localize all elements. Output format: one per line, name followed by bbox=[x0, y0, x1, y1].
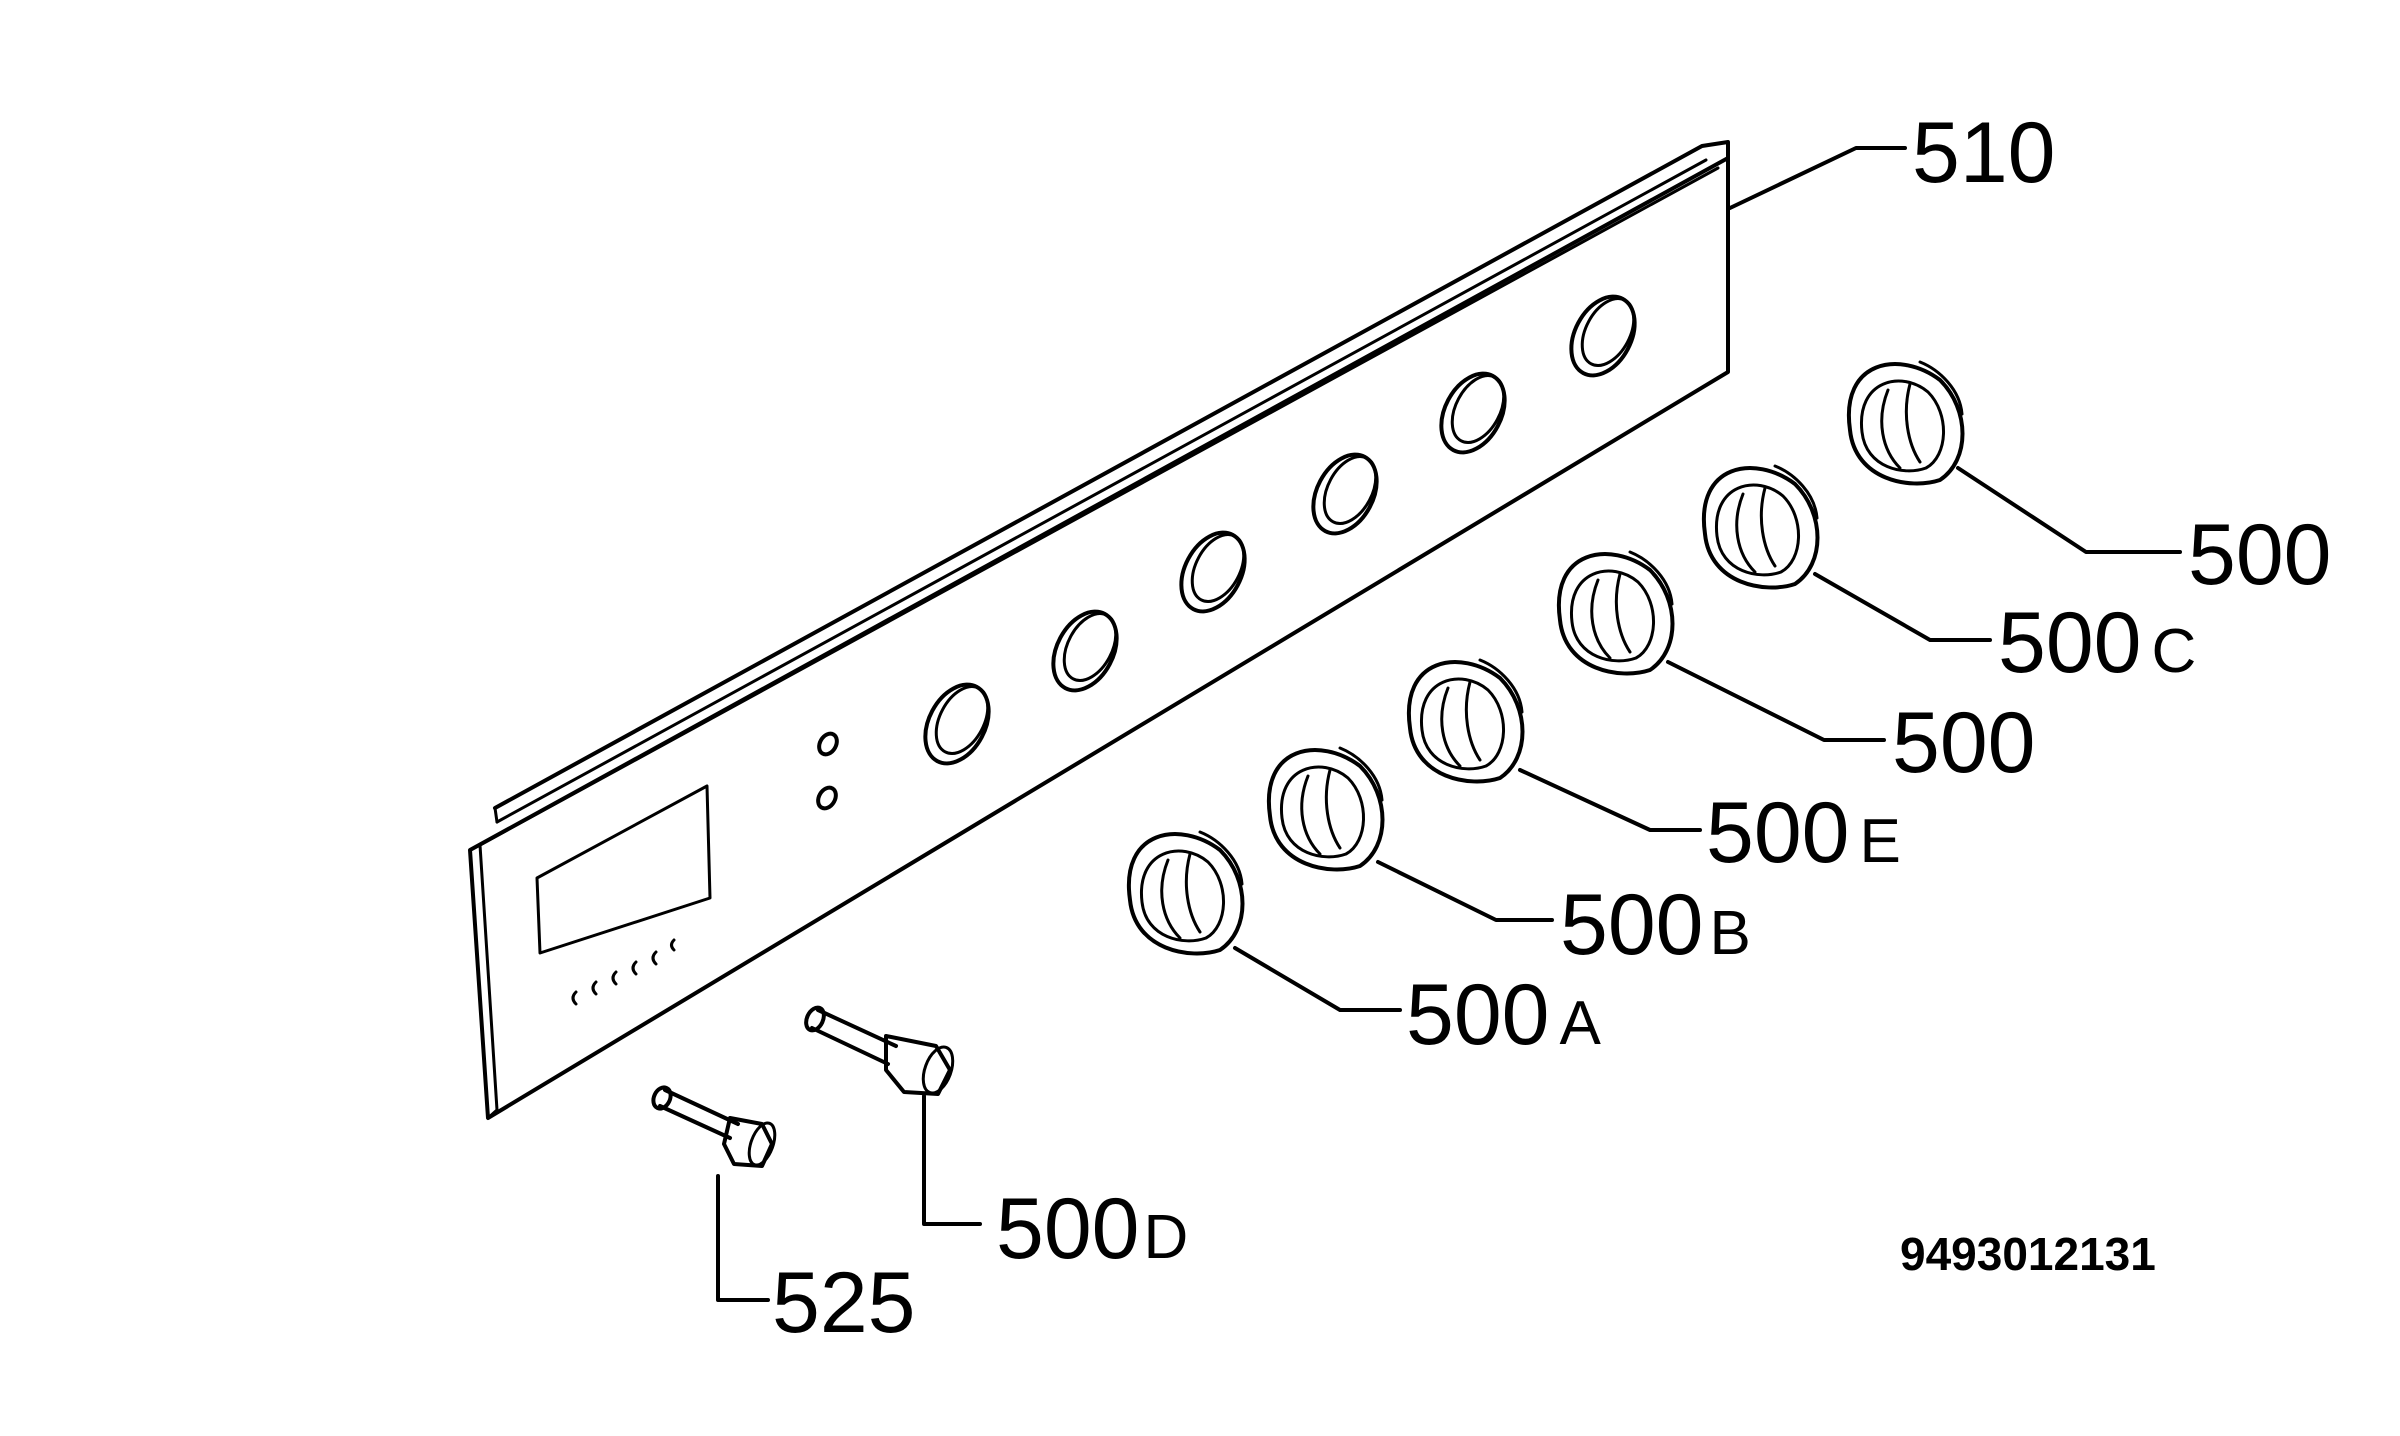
knob-500-top bbox=[1846, 360, 1965, 486]
document-number: 9493012131 bbox=[1900, 1228, 2156, 1280]
callout-500b: 500B bbox=[1560, 877, 1751, 973]
knob-500b bbox=[1266, 746, 1385, 872]
callout-500d: 500D bbox=[996, 1181, 1188, 1277]
callout-525: 525 bbox=[772, 1255, 916, 1351]
push-button-500d bbox=[804, 1005, 955, 1096]
small-hole bbox=[816, 785, 838, 811]
knob-500e bbox=[1406, 658, 1525, 784]
display-window bbox=[535, 784, 712, 955]
knob-500a bbox=[1126, 830, 1245, 956]
callout-500-mid: 500 bbox=[1892, 695, 2036, 791]
callout-510: 510 bbox=[1912, 105, 2056, 201]
leader-lines bbox=[716, 146, 2182, 1302]
knob-500c bbox=[1701, 464, 1820, 590]
knobs bbox=[1126, 360, 1965, 956]
callout-500-top: 500 bbox=[2188, 507, 2332, 603]
small-hole bbox=[817, 731, 839, 757]
knob-500-mid bbox=[1556, 550, 1675, 676]
indicator-marks bbox=[571, 938, 676, 1006]
control-panel-510 bbox=[468, 140, 1730, 1120]
knob-holes bbox=[923, 294, 1637, 766]
push-button-525 bbox=[651, 1085, 777, 1168]
